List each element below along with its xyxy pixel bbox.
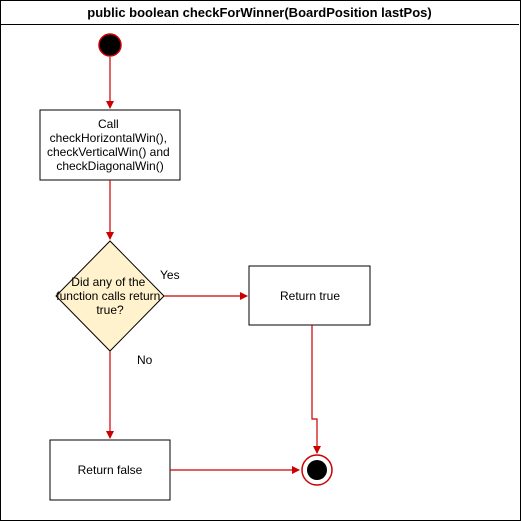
return-true-text: Return true (280, 289, 340, 303)
decision-text: Did any of the function calls return tru… (56, 275, 163, 317)
call-line-4: checkDiagonalWin() (56, 159, 163, 173)
diagram-title: public boolean checkForWinner(BoardPosit… (0, 0, 519, 25)
decision-line-2: function calls return (56, 289, 160, 303)
call-line-3: checkVerticalWin() and (47, 145, 170, 159)
no-label: No (137, 353, 153, 367)
edge-true-to-end (311, 325, 321, 454)
decision-line-3: true? (96, 303, 124, 317)
return-true-box (248, 265, 371, 326)
end-node-inner (307, 460, 327, 480)
call-box-text: Call checkHorizontalWin(), checkVertical… (47, 117, 173, 173)
return-false-text: Return false (78, 463, 143, 477)
call-line-1: Call (98, 117, 119, 131)
start-node (98, 33, 122, 57)
call-line-2: checkHorizontalWin(), (50, 131, 167, 145)
decision-line-1: Did any of the (71, 275, 145, 289)
call-functions-box (39, 109, 181, 181)
yes-label: Yes (160, 268, 180, 282)
return-false-box (49, 439, 171, 501)
